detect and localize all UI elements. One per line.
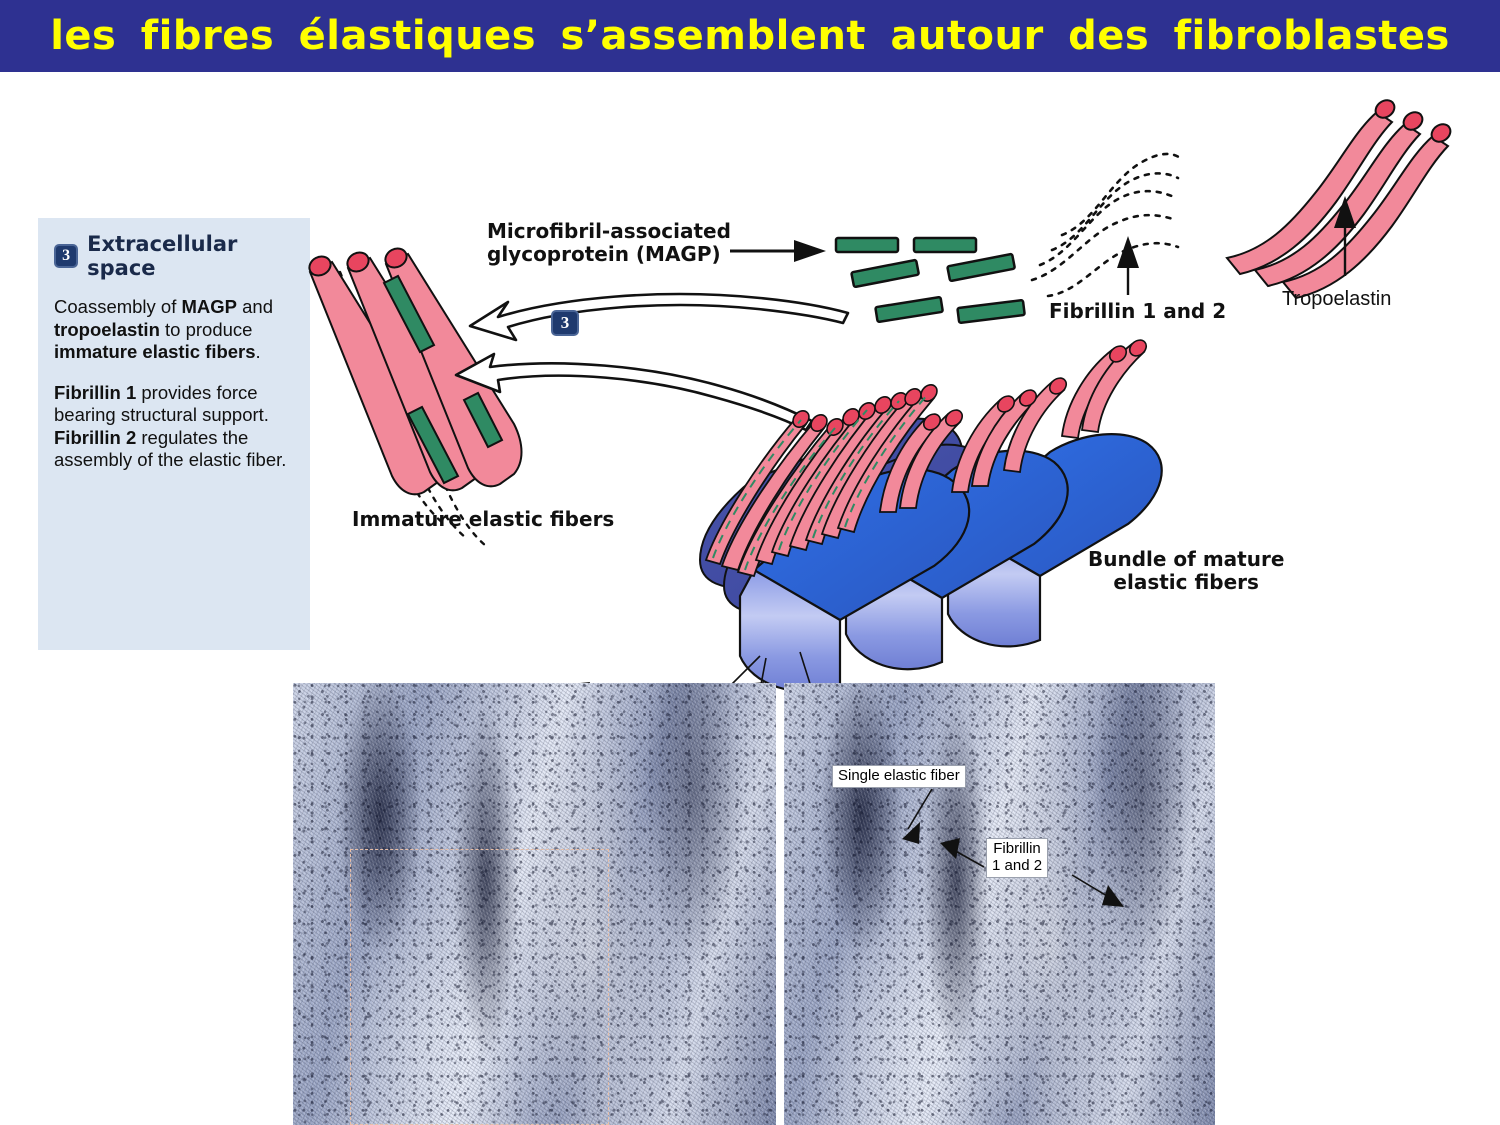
para1-seg6: . <box>255 341 261 363</box>
micrograph-inset-selection-box <box>350 849 609 1125</box>
label-immature-elastic-fibers: Immature elastic fibers <box>352 507 615 531</box>
title-banner: les fibres élastiques s’assemblent autou… <box>0 0 1500 72</box>
label-tropoelastin: Tropoelastin <box>1282 288 1392 310</box>
micrograph-label-fibrillin-line2: 1 and 2 <box>992 856 1043 874</box>
para2-seg2: Fibrillin 2 <box>54 426 137 448</box>
info-box-heading: Extracellular space <box>87 232 238 280</box>
para1-seg1: MAGP <box>181 296 238 317</box>
fibrillin-pointer-arrow <box>1117 236 1139 295</box>
label-bundle-line2: elastic fibers <box>1113 570 1259 594</box>
extracellular-space-info-box: 3 Extracellular space Coassembly of MAGP… <box>38 218 310 650</box>
label-bundle-of-mature-elastic-fibers: Bundle of mature elastic fibers <box>1088 548 1284 594</box>
micrograph-right-panel: Single elastic fiber Fibrillin 1 and 2 <box>784 683 1215 1125</box>
magp-to-immature-arrow <box>468 292 850 342</box>
para2-seg3: regulates the assembly of the elastic fi… <box>54 426 287 471</box>
immature-elastic-fiber-group <box>308 247 523 548</box>
info-box-header: 3 Extracellular space <box>54 232 294 280</box>
label-magp-line1: Microfibril-associated <box>487 219 731 243</box>
info-paragraph-2: Fibrillin 1 provides force bearing struc… <box>54 382 294 472</box>
para1-seg4: to produce <box>159 318 253 340</box>
magp-label-arrow <box>730 240 826 262</box>
micrograph-label-fibrillin-1-and-2: Fibrillin 1 and 2 <box>986 838 1049 878</box>
magp-block-group <box>834 236 1026 324</box>
label-bundle-line1: Bundle of mature <box>1088 547 1285 571</box>
para2-seg0: Fibrillin 1 <box>54 381 137 403</box>
para1-seg5: immature elastic fibers <box>54 341 256 363</box>
label-magp-line2: glycoprotein (MAGP) <box>487 242 721 266</box>
info-paragraph-1: Coassembly of MAGP and tropoelastin to p… <box>54 296 294 364</box>
mature-fiber-bundle-group <box>698 339 1163 693</box>
micrograph-right-speckle <box>784 683 1215 1125</box>
label-magp: Microfibril-associated glycoprotein (MAG… <box>487 220 731 266</box>
immature-to-bundle-arrow <box>454 352 814 432</box>
para1-seg3: tropoelastin <box>54 318 160 340</box>
micrograph-label-fibrillin-line1: Fibrillin <box>993 840 1041 857</box>
fibrillin-microfibril-group <box>1030 152 1182 298</box>
micrograph-label-single-elastic-fiber: Single elastic fiber <box>832 765 966 788</box>
micrograph-left-panel <box>293 683 776 1125</box>
para2-seg1: provides force bearing structural suppor… <box>54 381 269 426</box>
para1-seg2: and <box>237 296 274 317</box>
diagram-step-badge: 3 <box>551 310 579 336</box>
page-title: les fibres élastiques s’assemblent autou… <box>50 13 1450 59</box>
tropoelastin-monomer-group <box>1225 99 1452 300</box>
label-fibrillin-1-and-2: Fibrillin 1 and 2 <box>1049 299 1227 323</box>
para1-seg0: Coassembly of <box>54 296 182 317</box>
micrograph-right-annotations <box>902 788 1124 907</box>
step-number-badge: 3 <box>54 244 79 268</box>
micrograph-left-speckle <box>293 683 776 1125</box>
